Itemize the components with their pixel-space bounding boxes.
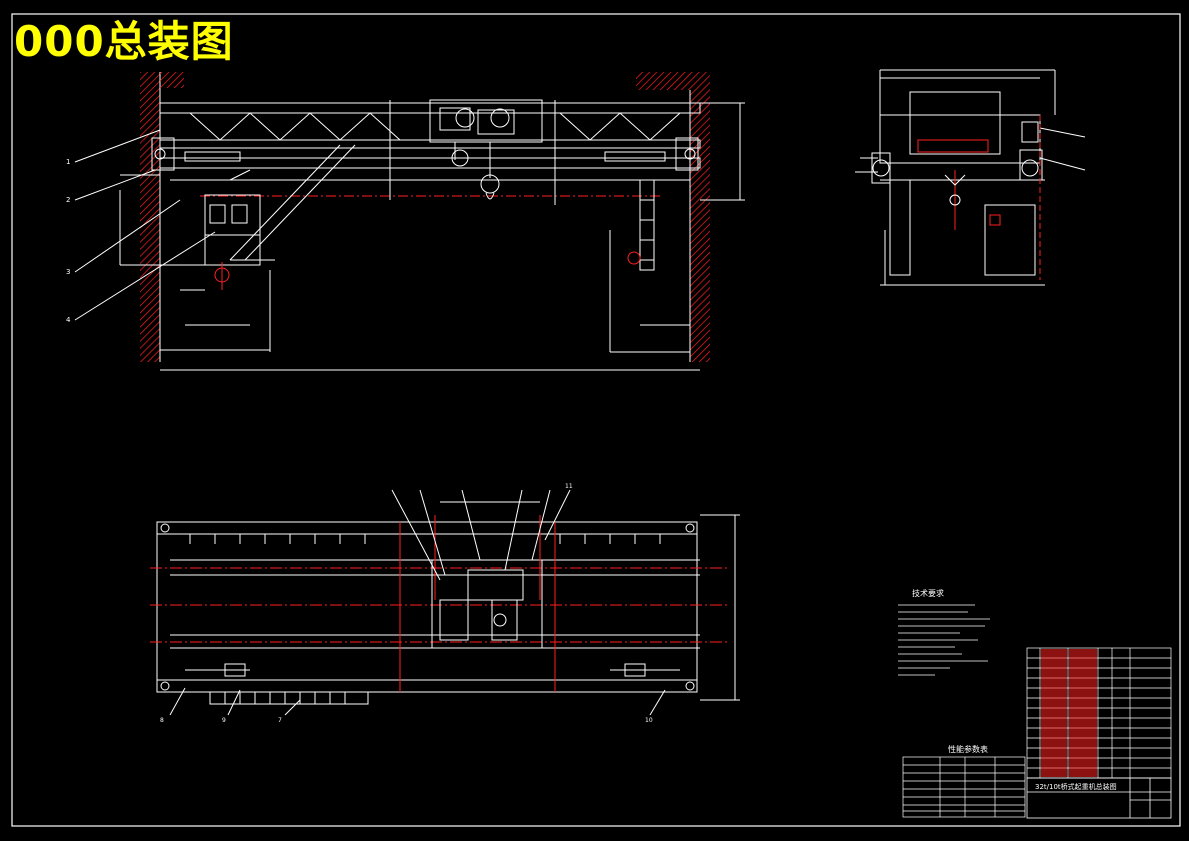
plan-view xyxy=(150,489,740,716)
callout-1: 1 xyxy=(66,158,70,166)
front-elevation-view xyxy=(74,72,745,371)
sheet-border xyxy=(11,13,1181,827)
callout-10: 10 xyxy=(645,717,653,724)
callout-2: 2 xyxy=(66,196,70,204)
performance-parameters-table: 性能参数表 xyxy=(902,744,1026,818)
callout-8: 8 xyxy=(160,717,164,724)
parts-list-red-fill xyxy=(1041,649,1097,777)
callout-9: 9 xyxy=(222,717,226,724)
callout-3: 3 xyxy=(66,268,70,276)
side-elevation-view xyxy=(855,69,1086,286)
drawing-name: 32t/10t桥式起重机总装图 xyxy=(1035,782,1117,791)
front-view-callouts: 1 2 3 4 xyxy=(66,158,71,324)
title-block xyxy=(1026,777,1172,819)
callout-11: 11 xyxy=(565,483,573,490)
drawing-title: 000总装图 xyxy=(14,17,234,66)
callout-7: 7 xyxy=(278,717,282,724)
plan-view-callouts: 8 9 7 10 11 xyxy=(160,483,653,724)
left-column-hatch xyxy=(140,72,160,362)
technical-requirements-block: 技术要求 xyxy=(898,588,990,676)
right-column-hatch xyxy=(690,72,710,362)
params-table-heading: 性能参数表 xyxy=(948,744,988,754)
callout-4: 4 xyxy=(66,316,71,324)
tech-requirements-heading: 技术要求 xyxy=(912,588,944,598)
